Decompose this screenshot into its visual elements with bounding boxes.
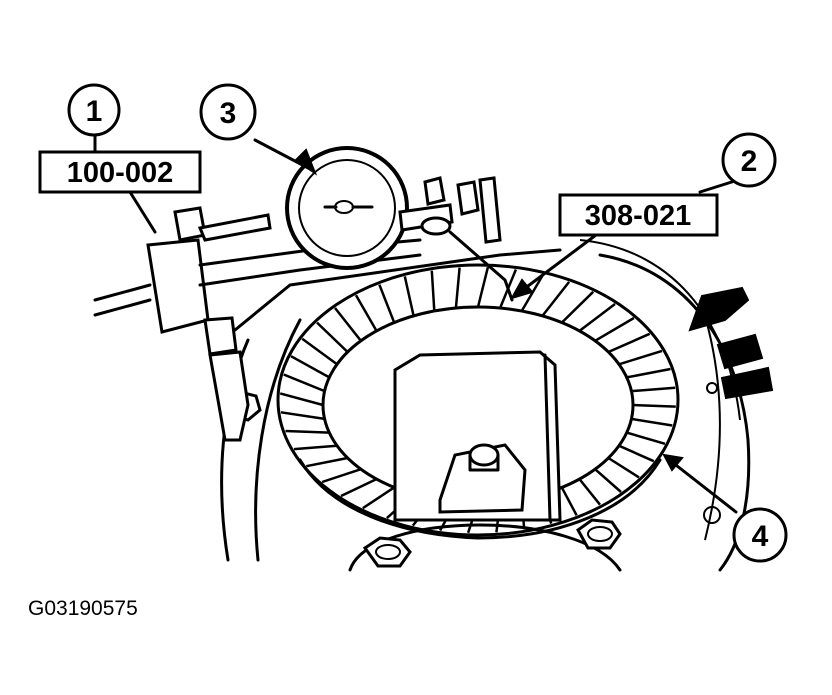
gear-tooth	[283, 373, 326, 393]
gear-tooth	[560, 290, 595, 324]
gear-tooth	[541, 281, 571, 317]
gear-tooth	[626, 367, 671, 379]
gear-tooth	[476, 266, 490, 308]
gear-tooth	[626, 431, 666, 445]
differential-case	[348, 350, 622, 572]
gear-tooth	[430, 270, 436, 312]
gear-tooth	[306, 456, 348, 468]
callout-3: 3	[199, 83, 257, 141]
dial-indicator	[285, 146, 514, 302]
gear-tooth	[578, 303, 616, 332]
gear-tooth	[378, 284, 396, 324]
callout-3-number: 3	[220, 97, 237, 130]
gear-tooth	[631, 417, 673, 427]
gear-tooth	[607, 332, 651, 354]
gear-tooth	[594, 468, 622, 493]
tool-label-308-021-text: 308-021	[585, 200, 691, 232]
tool-label-308-021: 308-021	[558, 193, 719, 237]
gear-tooth	[321, 468, 362, 484]
callout-4-number: 4	[752, 520, 769, 553]
gear-tooth	[618, 349, 663, 366]
gear-tooth	[631, 386, 676, 393]
gear-tooth	[354, 294, 378, 332]
gear-tooth	[607, 456, 640, 479]
leader-lines	[93, 133, 740, 514]
gear-tooth	[316, 321, 349, 353]
gear-tooth	[362, 486, 395, 510]
gear-tooth	[632, 403, 676, 408]
rotation-arrows	[688, 286, 774, 400]
tool-label-100-002-text: 100-002	[67, 157, 173, 189]
gear-tooth	[290, 355, 330, 379]
gear-tooth	[454, 267, 461, 309]
gear-tooth	[560, 486, 578, 516]
gear-tooth	[340, 477, 378, 498]
callout-2: 2	[721, 132, 777, 188]
gear-tooth	[334, 307, 362, 342]
callout-1-number: 1	[86, 95, 103, 128]
callout-4: 4	[732, 507, 788, 563]
gear-tooth	[293, 444, 338, 451]
gear-tooth	[618, 444, 655, 463]
gear-tooth	[403, 276, 415, 317]
gear-tooth	[594, 316, 635, 342]
gear-tooth	[279, 392, 324, 407]
gear-tooth	[285, 429, 330, 434]
gear-tooth	[578, 478, 601, 506]
figure-id: G03190575	[28, 597, 138, 620]
gear-tooth	[280, 411, 325, 421]
callout-1: 1	[67, 83, 121, 137]
gear-tooth	[301, 337, 338, 366]
tool-label-100-002: 100-002	[38, 150, 202, 194]
callout-2-number: 2	[741, 145, 758, 178]
